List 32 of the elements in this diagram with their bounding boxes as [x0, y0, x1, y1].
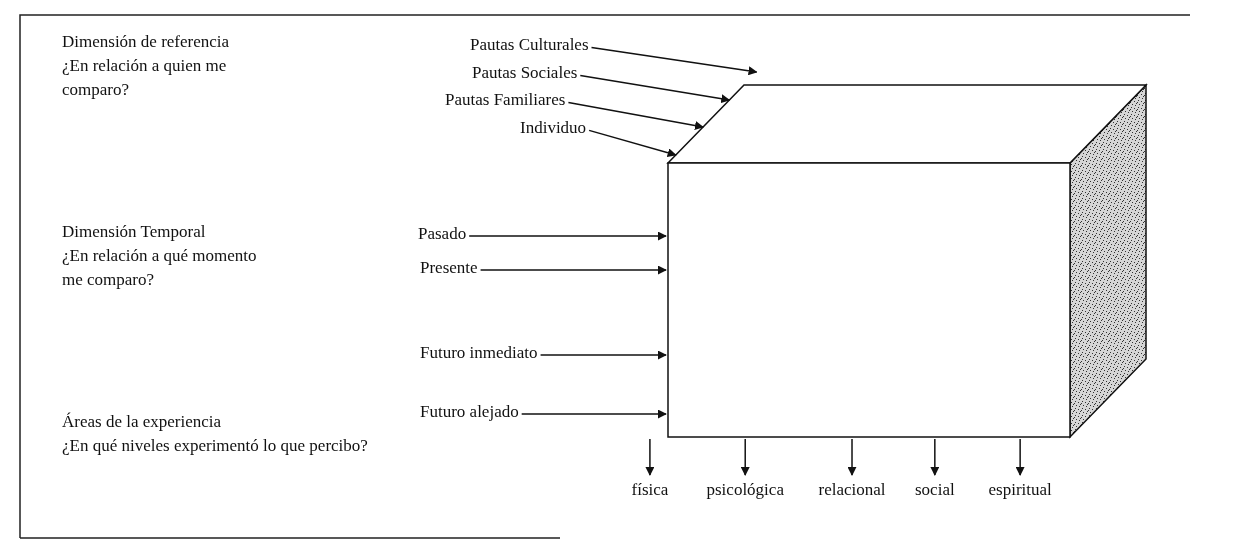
node-label: Pasado [418, 222, 467, 246]
arrow [520, 409, 667, 419]
arrow [847, 438, 857, 476]
arrow [1015, 438, 1025, 476]
section-heading: Dimensión Temporal [62, 221, 206, 243]
node-label: Futuro alejado [420, 400, 519, 424]
arrow [590, 46, 758, 76]
node-label: Futuro inmediato [420, 341, 538, 365]
arrow [930, 438, 940, 476]
question-text: ¿En relación a qué momento me comparo? [62, 245, 258, 291]
node-label: Presente [420, 256, 478, 280]
question-text: ¿En relación a quien me comparo? [62, 55, 228, 101]
node-label: Pautas Familiares [445, 88, 566, 112]
arrow [567, 101, 704, 130]
node-label: social [915, 478, 955, 502]
node-label: física [631, 478, 669, 502]
arrow [468, 231, 667, 241]
question-text: ¿En qué niveles experimentó lo que percibo? [62, 435, 368, 457]
node-label: Individuo [520, 116, 587, 140]
arrow [479, 265, 667, 275]
node-label: Pautas Culturales [470, 33, 589, 57]
node-label: espiritual [988, 478, 1052, 502]
arrow [588, 129, 677, 158]
node-label: relacional [818, 478, 886, 502]
arrow [539, 350, 667, 360]
section-heading: Áreas de la experiencia [62, 411, 222, 433]
arrow [579, 74, 731, 104]
arrow [645, 438, 655, 476]
node-label: psicológica [706, 478, 784, 502]
arrow [740, 438, 750, 476]
node-label: Pautas Sociales [472, 61, 578, 85]
section-heading: Dimensión de referencia [62, 31, 230, 53]
